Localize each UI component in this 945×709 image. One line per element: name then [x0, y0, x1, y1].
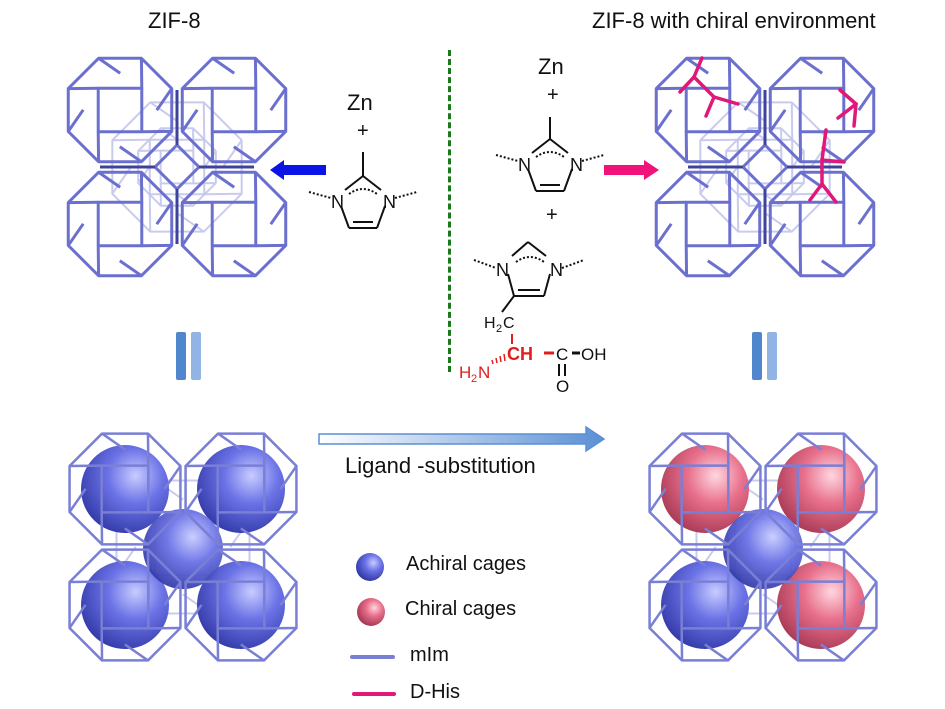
ch2-subscript: 2 — [496, 323, 502, 335]
zif8-chiral-cages-bottom-right — [648, 432, 878, 662]
ligand-substitution-arrow — [318, 425, 606, 453]
achiral-cage-sphere — [661, 561, 749, 649]
framework-cage — [180, 170, 288, 278]
framework-cage — [654, 170, 762, 278]
dhis-line-icon — [352, 692, 396, 696]
cage-frame — [764, 548, 878, 662]
d-histidine-ligand: N N H 2 C CH H 2 N C OH O — [459, 241, 607, 396]
right-zn-label: Zn — [538, 54, 564, 79]
cage-frame — [184, 548, 298, 662]
legend-label-achiral: Achiral cages — [406, 553, 527, 575]
amine-h: H — [459, 363, 471, 382]
cage-frame — [68, 548, 182, 662]
right-plus-1: + — [547, 84, 559, 106]
achiral-cage-sphere — [197, 445, 285, 533]
mim-line-icon — [350, 655, 395, 659]
cage-frame — [68, 432, 182, 546]
carboxyl-c: C — [556, 345, 568, 364]
right-mim-ligand: N N — [495, 117, 605, 192]
framework-cage — [66, 56, 174, 164]
achiral-cage-sphere — [723, 509, 803, 589]
divider-dashed-line — [448, 50, 451, 372]
title-zif8-chiral: ZIF-8 with chiral environment — [592, 8, 876, 33]
framework-cage — [768, 170, 876, 278]
chiral-cage-sphere — [661, 445, 749, 533]
achiral-cage-sphere — [81, 445, 169, 533]
title-zif8: ZIF-8 — [148, 8, 201, 33]
achiral-cage-sphere — [197, 561, 285, 649]
left-ligand-n2: N — [383, 192, 396, 212]
hashed-wedge-bond — [491, 353, 506, 365]
zif8-cages-bottom-left — [68, 432, 298, 662]
his-n2: N — [550, 260, 563, 280]
zif8-framework-top-left — [66, 56, 288, 278]
cage-frame — [648, 548, 762, 662]
legend-label-chiral: Chiral cages — [405, 598, 517, 620]
achiral-cage-sphere — [81, 561, 169, 649]
right-ligand-n2: N — [570, 155, 583, 175]
cage-frame — [648, 432, 762, 546]
carboxyl-oh: OH — [581, 345, 607, 364]
his-n1: N — [496, 260, 509, 280]
right-ligand-n1: N — [518, 155, 531, 175]
left-ligand-n1: N — [331, 192, 344, 212]
framework-cage — [180, 56, 288, 164]
ch2-c: C — [503, 315, 515, 332]
legend: Achiral cages Chiral cages mIm D-His — [350, 548, 570, 708]
framework-cage — [768, 56, 876, 164]
cage-frame — [764, 432, 878, 546]
blue-arrow-left — [270, 160, 326, 180]
legend-label-mim: mIm — [410, 644, 449, 666]
chiral-sphere-icon — [357, 598, 385, 626]
chiral-ch: CH — [507, 344, 533, 364]
zif8-chiral-framework-top-right — [654, 56, 876, 278]
cage-frame — [184, 432, 298, 546]
achiral-cage-sphere — [143, 509, 223, 589]
d-his-bonds — [678, 56, 858, 204]
amine-subscript: 2 — [471, 373, 477, 385]
carboxyl-o: O — [556, 377, 569, 396]
chiral-cage-sphere — [777, 445, 865, 533]
right-plus-2: + — [546, 204, 558, 226]
chiral-cage-sphere — [777, 561, 865, 649]
amine-n: N — [478, 363, 490, 382]
achiral-sphere-icon — [356, 553, 384, 581]
equivalence-marker-right — [752, 332, 782, 380]
left-zn-label: Zn — [347, 90, 373, 115]
ligand-substitution-label: Ligand -substitution — [345, 453, 536, 478]
left-plus: + — [357, 120, 369, 142]
legend-label-dhis: D-His — [410, 681, 460, 703]
ch2-h: H — [484, 315, 496, 332]
pink-arrow-right — [604, 160, 659, 180]
left-mim-ligand: N N — [308, 152, 418, 229]
framework-cage — [66, 170, 174, 278]
equivalence-marker-left — [176, 332, 206, 380]
